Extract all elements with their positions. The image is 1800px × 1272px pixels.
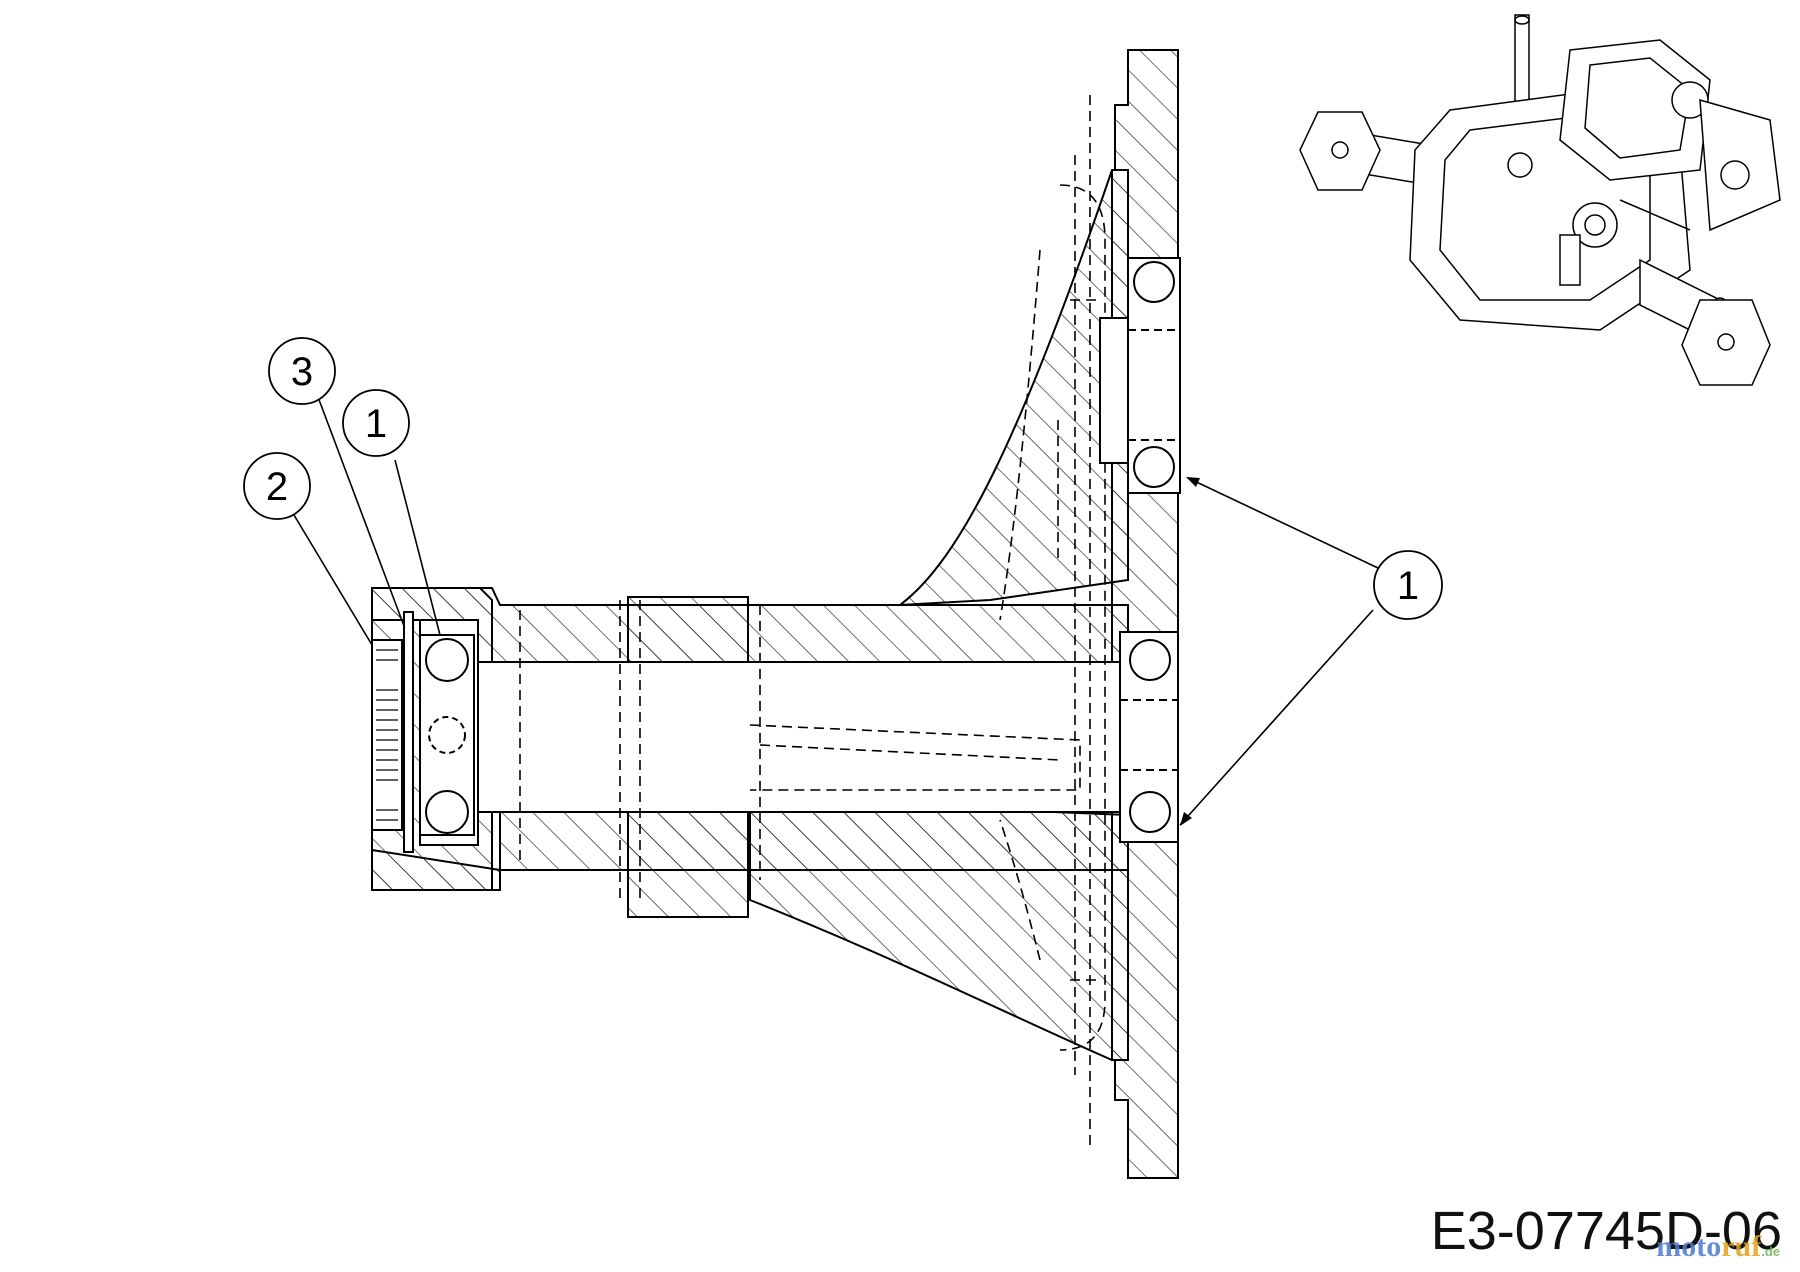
oil-seal — [371, 639, 403, 831]
svg-text:1: 1 — [1397, 564, 1419, 608]
callout-1-flange: 1 — [1373, 550, 1443, 620]
drawing-code: E3-07745D-06 — [1430, 1201, 1782, 1261]
leader-2 — [293, 514, 373, 646]
svg-text:2: 2 — [266, 465, 288, 509]
hidden-lines — [519, 95, 1106, 1150]
flange-bearing-lower — [1119, 631, 1179, 843]
watermark-part-b: ruf — [1721, 1230, 1762, 1263]
callout-1-hub: 1 — [342, 389, 410, 457]
leader-arrowheads — [1180, 477, 1200, 826]
watermark-part-c: .de — [1761, 1244, 1780, 1259]
svg-text:3: 3 — [291, 350, 313, 394]
watermark-part-a: moto — [1656, 1230, 1722, 1263]
snap-ring — [403, 611, 414, 853]
callout-2: 2 — [243, 452, 311, 520]
svg-text:1: 1 — [365, 402, 387, 446]
callout-3: 3 — [268, 337, 336, 405]
leader-1-upper — [1187, 477, 1379, 569]
axle-housing-section — [371, 49, 1179, 1179]
site-watermark: motoruf.de — [1656, 1230, 1780, 1264]
leader-3 — [317, 396, 405, 627]
flange-bearing-upper — [1099, 257, 1181, 494]
leader-1-hub — [394, 459, 441, 636]
leader-lines — [293, 396, 1379, 826]
hub-bearing — [419, 634, 475, 836]
leader-1-lower — [1179, 609, 1374, 826]
transaxle-thumbnail — [1299, 14, 1781, 386]
